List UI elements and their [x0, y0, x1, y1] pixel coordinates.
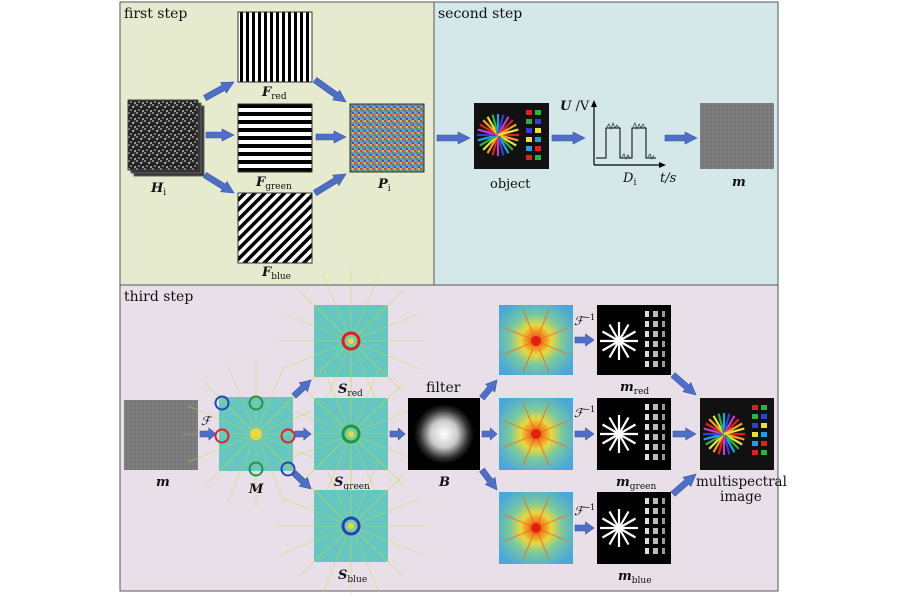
label-object: object: [490, 177, 531, 192]
label-h-i: Hi: [150, 181, 166, 198]
fringe-green-image: [237, 103, 313, 173]
arrow-spectrum-to-sred: [291, 379, 312, 399]
label-s-blue: Sblue: [338, 568, 367, 585]
inverse-fourier-green: ℱ−1: [574, 405, 595, 420]
arrow-spectrum-to-sblue: [291, 470, 312, 490]
object-image: [474, 103, 549, 169]
arrow-filter-to-blue: [479, 467, 498, 491]
label-f-red: Fred: [261, 85, 287, 102]
arrow-mgreen-to-multi: [672, 427, 697, 441]
arrow-filter-to-green: [481, 427, 498, 441]
arrow-fgreen-to-p: [315, 130, 347, 144]
label-m-top: m: [732, 175, 746, 190]
label-spectrum-m: M: [248, 482, 264, 497]
label-s-red: Sred: [338, 382, 363, 399]
label-m-third: m: [156, 475, 170, 490]
arrow-object-to-signal: [551, 131, 586, 145]
hadamard-pattern-stack: [127, 99, 205, 177]
inverse-fourier-red: ℱ−1: [574, 313, 595, 328]
arrow-red-inverse: [574, 333, 595, 347]
fourier-symbol: ℱ: [201, 414, 213, 428]
label-multispectral-line2: image: [720, 489, 762, 505]
arrow-filter-to-red: [479, 379, 498, 401]
arrow-h-to-fblue: [203, 172, 235, 194]
third-step-title: third step: [124, 289, 193, 305]
fringe-blue-image: [237, 192, 313, 264]
spectrum-s-green: [277, 362, 425, 506]
filtered-spectrum-blue: [499, 492, 573, 564]
spectrum-s-blue: [277, 454, 425, 598]
arrow-s-to-filter: [389, 427, 406, 441]
measurement-image: [700, 103, 774, 169]
label-filter: filter: [426, 380, 461, 396]
label-m-red: mred: [620, 380, 649, 397]
second-step-title: second step: [438, 6, 522, 22]
label-m-blue: mblue: [618, 569, 652, 586]
inverse-fourier-blue: ℱ−1: [574, 503, 595, 518]
arrow-h-to-fred: [203, 81, 235, 102]
signal-plot: [591, 100, 666, 168]
first-step-title: first step: [124, 6, 187, 22]
filtered-spectrum-green: [499, 398, 573, 470]
label-multispectral-line1: multispectral: [696, 474, 787, 490]
arrow-spectrum-to-sgreen: [294, 427, 312, 441]
label-voltage-axis: U /V: [560, 99, 590, 114]
arrow-mblue-to-multi: [670, 473, 697, 497]
ring-blue-bottom-right: [280, 461, 296, 477]
filter-b-image: [408, 398, 480, 470]
arrow-blue-inverse: [574, 521, 595, 535]
arrow-fblue-to-p: [313, 173, 347, 196]
label-filter-b: B: [438, 475, 450, 490]
fringe-red-image: [237, 11, 313, 83]
ring-green-bottom: [248, 461, 264, 477]
reconstruction-blue: [597, 492, 671, 564]
label-d-i: Di: [622, 171, 636, 188]
measurement-image-third: [124, 400, 198, 470]
ring-red-left: [214, 428, 230, 444]
arrow-m-to-spectrum: [199, 427, 217, 441]
filtered-spectrum-red: [499, 305, 573, 375]
label-p-i: Pi: [377, 177, 391, 194]
label-time-axis: t/s: [660, 171, 677, 186]
arrow-mred-to-multi: [670, 372, 697, 396]
arrow-green-inverse: [574, 427, 595, 441]
label-s-green: Sgreen: [334, 475, 370, 492]
ring-blue-top-left: [214, 395, 230, 411]
reconstruction-red: [597, 305, 671, 375]
spectrum-s-red: [277, 269, 425, 413]
arrow-h-to-fgreen: [205, 128, 235, 142]
label-f-blue: Fblue: [261, 265, 291, 282]
multispectral-image: [700, 398, 774, 470]
reconstruction-green: [597, 398, 671, 470]
arrow-p-to-object: [436, 131, 471, 145]
arrow-signal-to-m: [664, 131, 698, 145]
flow-arrows: [199, 77, 698, 535]
ring-red-right: [280, 428, 296, 444]
ring-green-top: [248, 395, 264, 411]
arrow-fred-to-p: [312, 77, 347, 103]
label-f-green: Fgreen: [255, 175, 292, 192]
combined-pattern-image: [349, 103, 425, 173]
label-m-green: mgreen: [616, 475, 656, 492]
